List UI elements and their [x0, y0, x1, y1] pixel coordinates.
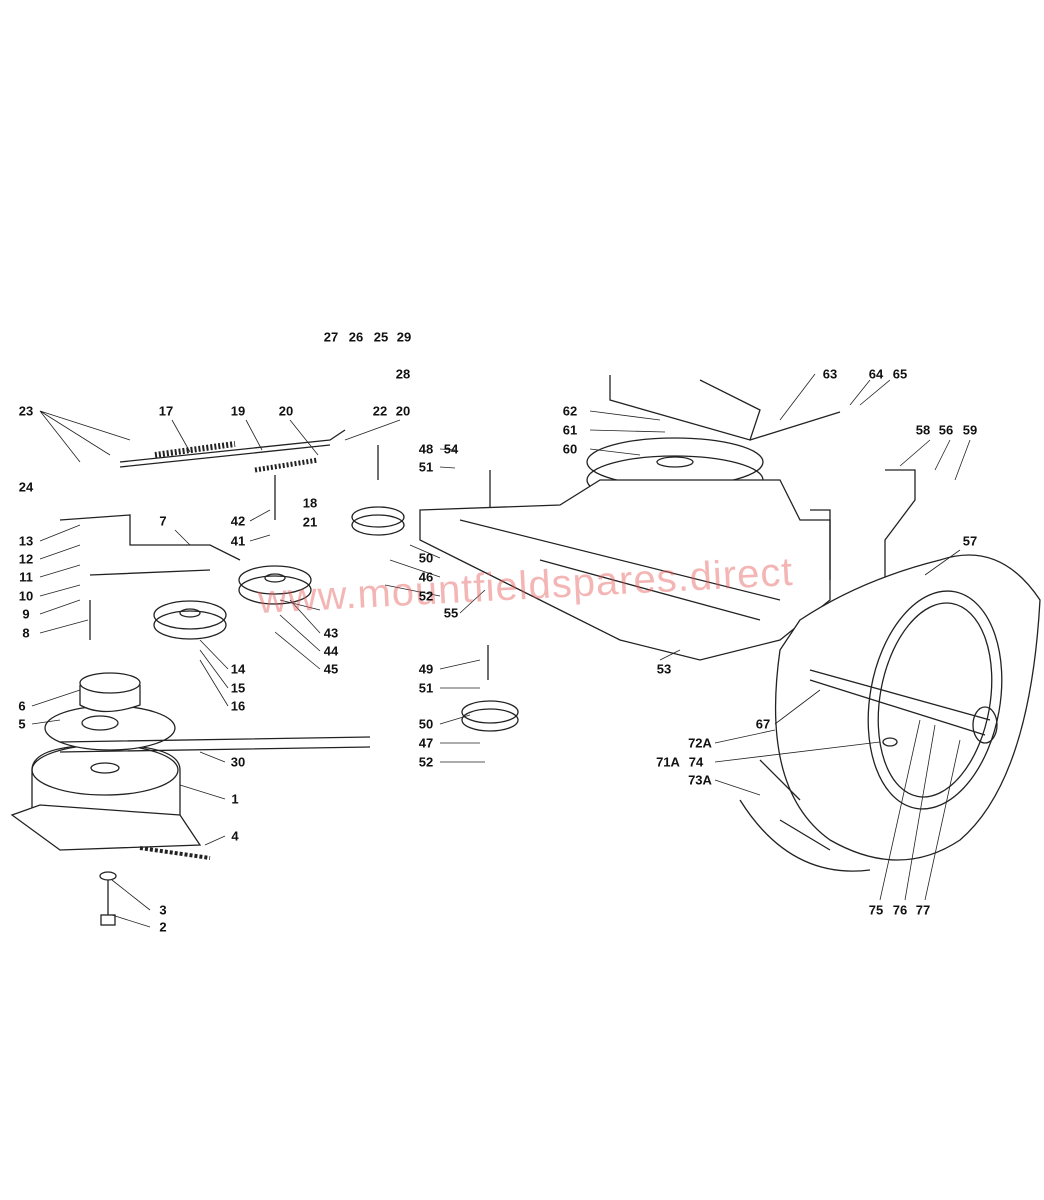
- part-label: 46: [418, 569, 434, 585]
- part-label: 15: [230, 680, 246, 696]
- part-label: 28: [395, 366, 411, 382]
- part-label: 52: [418, 588, 434, 604]
- part-label: 41: [230, 533, 246, 549]
- part-label: 17: [158, 403, 174, 419]
- part-label: 45: [323, 661, 339, 677]
- part-label: 29: [396, 329, 412, 345]
- part-label: 26: [348, 329, 364, 345]
- part-label: 49: [418, 661, 434, 677]
- part-label: 7: [159, 513, 167, 529]
- part-label: 71A: [656, 754, 680, 770]
- part-label: 51: [418, 459, 434, 475]
- part-label: 77: [915, 902, 931, 918]
- part-label: 14: [230, 661, 246, 677]
- part-label: 20: [278, 403, 294, 419]
- part-label: 67: [755, 716, 771, 732]
- part-label: 5: [18, 716, 26, 732]
- part-label: 8: [22, 625, 30, 641]
- part-label: 56: [938, 422, 954, 438]
- part-label: 53: [656, 661, 672, 677]
- part-label: 65: [892, 366, 908, 382]
- part-label: 48: [418, 441, 434, 457]
- part-label: 75: [868, 902, 884, 918]
- control-linkage: [59, 375, 841, 680]
- part-label: 63: [822, 366, 838, 382]
- rear-wheel: [739, 554, 1041, 872]
- part-label: 55: [443, 605, 459, 621]
- part-label: 27: [323, 329, 339, 345]
- part-label: 73A: [688, 772, 712, 788]
- part-label: 54: [443, 441, 459, 457]
- part-label: 16: [230, 698, 246, 714]
- part-label: 76: [892, 902, 908, 918]
- part-label: 44: [323, 643, 339, 659]
- part-label: 43: [323, 625, 339, 641]
- part-label: 13: [18, 533, 34, 549]
- part-label: 25: [373, 329, 389, 345]
- part-label: 10: [18, 588, 34, 604]
- part-label: 2: [159, 919, 167, 935]
- part-label: 72A: [688, 735, 712, 751]
- part-label: 22: [372, 403, 388, 419]
- part-label: 12: [18, 551, 34, 567]
- part-label: 50: [418, 550, 434, 566]
- part-label: 51: [418, 680, 434, 696]
- part-label: 62: [562, 403, 578, 419]
- part-label: 50: [418, 716, 434, 732]
- part-label: 42: [230, 513, 246, 529]
- part-label: 59: [962, 422, 978, 438]
- part-label: 47: [418, 735, 434, 751]
- part-label: 18: [302, 495, 318, 511]
- part-label: 30: [230, 754, 246, 770]
- part-label: 57: [962, 533, 978, 549]
- part-label: 20: [395, 403, 411, 419]
- part-label: 61: [562, 422, 578, 438]
- part-label: 58: [915, 422, 931, 438]
- part-label: 4: [231, 828, 239, 844]
- part-label: 9: [22, 606, 30, 622]
- part-label: 23: [18, 403, 34, 419]
- part-label: 24: [18, 479, 34, 495]
- clutch-assembly: [10, 672, 371, 926]
- part-label: 52: [418, 754, 434, 770]
- part-label: 11: [19, 569, 33, 585]
- part-label: 21: [302, 514, 318, 530]
- part-label: 6: [18, 698, 26, 714]
- part-label: 19: [230, 403, 246, 419]
- part-label: 3: [159, 902, 167, 918]
- part-label: 60: [562, 441, 578, 457]
- leader-lines: [31, 373, 971, 928]
- pulleys: [153, 437, 764, 732]
- part-label: 64: [868, 366, 884, 382]
- part-label: 74: [688, 754, 704, 770]
- part-label: 1: [231, 791, 239, 807]
